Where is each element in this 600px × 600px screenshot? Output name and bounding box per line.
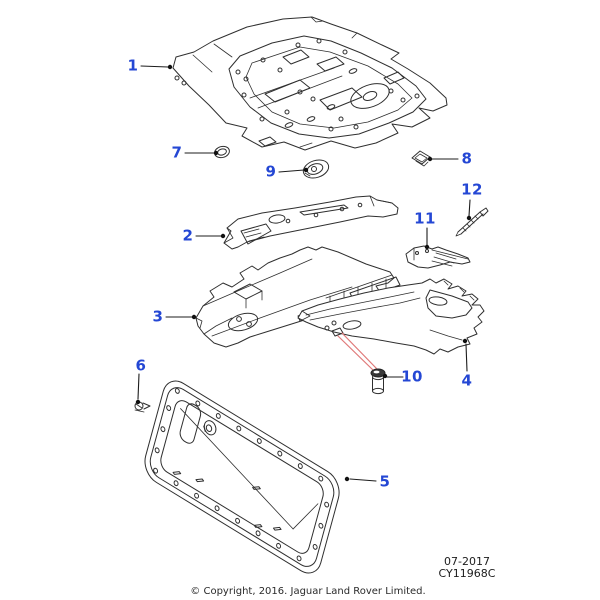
part-10-plug [371,369,385,394]
part-5-outline [141,374,343,580]
callout-label-5[interactable]: 5 [379,472,391,491]
part-9-plug [301,157,331,181]
callout-label-1[interactable]: 1 [127,56,139,75]
part-12-stud [456,208,488,236]
part-4-details [302,281,474,340]
part-1-outline [173,17,447,150]
drawing-number: CY11968C [438,567,496,581]
callout-leader-lines [135,64,472,481]
part-4-outline [298,279,484,354]
part-4-side-member [298,279,484,354]
part-1-details [175,17,426,147]
callout-label-6[interactable]: 6 [135,356,147,375]
callout-label-12[interactable]: 12 [461,180,483,199]
callout-label-4[interactable]: 4 [461,371,473,390]
callout-label-3[interactable]: 3 [152,307,164,326]
copyright-text: © Copyright, 2016. Jaguar Land Rover Lim… [190,586,426,597]
part-11-bracket [406,246,470,268]
part-3-outline [196,247,394,347]
part-1-floor-pan [173,17,447,150]
part-11-details [414,248,468,266]
part-8-clip [412,151,430,166]
callout-label-7[interactable]: 7 [171,143,183,162]
callout-label-9[interactable]: 9 [265,162,277,181]
callout-label-11[interactable]: 11 [414,209,436,228]
part-5-panel [141,374,343,580]
drawing-code-block: 07-2017 CY11968C [417,555,517,581]
part-2-details [224,196,392,244]
part-2-outline [224,196,398,249]
date-code: 07-2017 [444,555,490,568]
part-2-rail [224,196,398,249]
callout-label-2[interactable]: 2 [182,226,194,245]
part-10-leader-lines [338,333,377,371]
callout-label-8[interactable]: 8 [461,149,473,168]
callout-label-10[interactable]: 10 [401,367,423,386]
